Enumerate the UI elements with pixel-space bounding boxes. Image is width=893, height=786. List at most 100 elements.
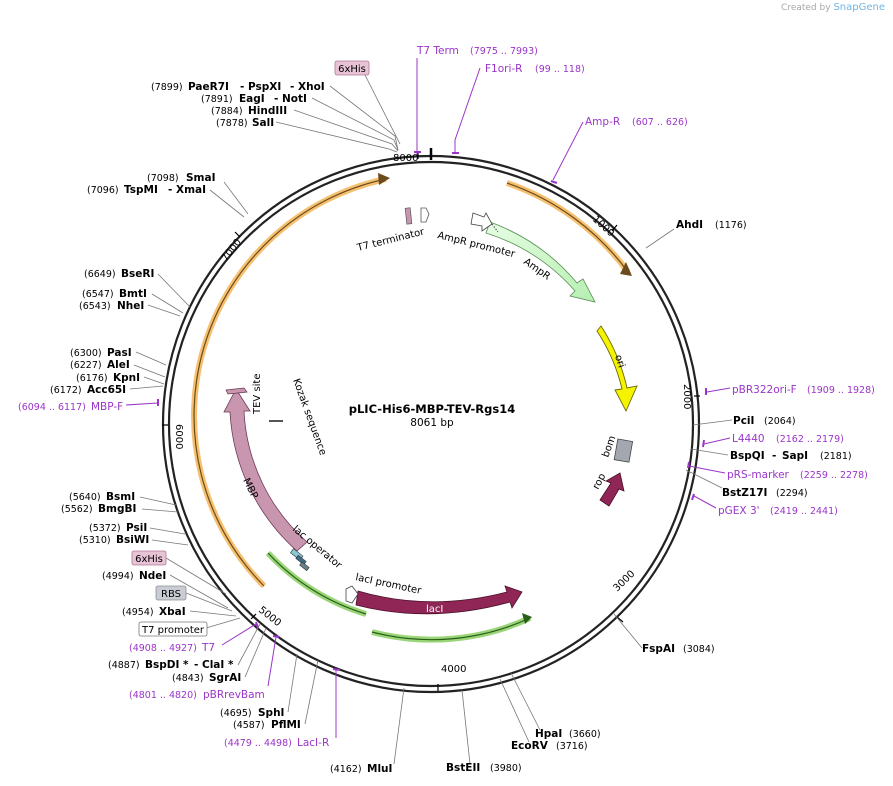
credit: Created by SnapGene — [781, 2, 885, 13]
backbone-inner — [167, 160, 695, 688]
laci-promoter-feature[interactable] — [345, 585, 359, 604]
svg-text:pBR322ori-F: pBR322ori-F — [732, 384, 797, 396]
enzyme-label-7096[interactable]: (7096) TspMI - XmaI — [87, 184, 206, 196]
primer-label-pbr322ori-f[interactable]: pBR322ori-F (1909 .. 1928) — [732, 384, 875, 396]
enzyme-label-6543[interactable]: (6543) NheI — [79, 300, 144, 312]
svg-text:(2259 .. 2278): (2259 .. 2278) — [800, 470, 868, 481]
svg-text:XhoI: XhoI — [298, 81, 325, 93]
primer-label-pgex3[interactable]: pGEX 3' (2419 .. 2441) — [718, 505, 838, 517]
primer-label-mbp-f[interactable]: (6094 .. 6117) MBP-F — [18, 401, 123, 413]
his-tag-top-box: 6xHis — [334, 60, 370, 76]
enzyme-label-7884[interactable]: (7884) HindIII — [211, 105, 287, 117]
enzyme-label-7891[interactable]: (7891) EagI - NotI — [201, 93, 307, 105]
green-arc-2-head — [522, 613, 532, 624]
enzyme-label-6227[interactable]: (6227) AleI — [70, 359, 130, 371]
svg-text:BstZ17I: BstZ17I — [722, 487, 767, 499]
enzyme-label-7098[interactable]: (7098) SmaI — [147, 172, 216, 184]
svg-text:-: - — [240, 81, 244, 93]
enzyme-label-4162[interactable]: (4162) MluI — [330, 763, 392, 775]
enzyme-label-2181[interactable]: BspQI - SapI (2181) — [730, 450, 852, 462]
primer-label-t7-term[interactable]: T7 Term (7975 .. 7993) — [416, 45, 538, 57]
svg-text:-: - — [274, 93, 278, 105]
enzyme-label-2064[interactable]: PciI (2064) — [733, 415, 796, 427]
enzyme-label-3660[interactable]: HpaI (3660) — [535, 728, 601, 740]
primer-label-prs-marker[interactable]: pRS-marker (2259 .. 2278) — [727, 469, 868, 481]
tick-5000: 5000 — [256, 605, 283, 629]
svg-text:(6649): (6649) — [84, 269, 116, 280]
plasmid-size: 8061 bp — [410, 417, 454, 429]
svg-text:SalI: SalI — [252, 117, 274, 129]
svg-text:(6227): (6227) — [70, 360, 102, 371]
svg-text:(3980): (3980) — [490, 763, 522, 774]
svg-text:(2294): (2294) — [776, 488, 808, 499]
enzyme-label-4887[interactable]: (4887) BspDI * - ClaI * — [108, 659, 234, 671]
primer-label-laci-r[interactable]: (4479 .. 4498) LacI-R — [224, 737, 329, 749]
t7-promoter-box: T7 promoter — [138, 621, 208, 637]
ampr-promoter-feature[interactable] — [470, 212, 493, 232]
enzyme-label-6649[interactable]: (6649) BseRI — [84, 268, 154, 280]
enzyme-label-4695[interactable]: (4695) SphI — [220, 707, 284, 719]
svg-text:(2419 .. 2441): (2419 .. 2441) — [770, 506, 838, 517]
enzyme-label-3980[interactable]: BstEII (3980) — [446, 762, 522, 774]
enzyme-label-2294[interactable]: BstZ17I (2294) — [722, 487, 808, 499]
snapgene-logo: SnapGene — [833, 2, 885, 13]
svg-text:L4440: L4440 — [732, 433, 765, 445]
mbp-feature[interactable] — [223, 388, 308, 552]
svg-text:(4954): (4954) — [122, 607, 154, 618]
svg-text:HpaI: HpaI — [535, 728, 562, 740]
primer-label-amp-r[interactable]: Amp-R (607 .. 626) — [585, 116, 688, 128]
tick-7000: 7000 — [220, 237, 244, 264]
svg-text:PflMI: PflMI — [271, 719, 301, 731]
t7-terminator-feature[interactable] — [404, 207, 413, 225]
laci-feature[interactable] — [355, 585, 523, 615]
enzyme-label-3084[interactable]: FspAI (3084) — [642, 643, 715, 655]
enzyme-label-4587[interactable]: (4587) PflMI — [233, 719, 301, 731]
enzyme-label-5640[interactable]: (5640) BsmI — [69, 491, 135, 503]
enzyme-label-1176[interactable]: AhdI (1176) — [676, 219, 747, 231]
svg-text:(6094 .. 6117): (6094 .. 6117) — [18, 402, 86, 413]
enzyme-label-6172[interactable]: (6172) Acc65I — [50, 384, 126, 396]
enzyme-label-3716[interactable]: EcoRV (3716) — [511, 740, 588, 752]
svg-text:MluI: MluI — [367, 763, 392, 775]
svg-text:-: - — [168, 184, 172, 196]
svg-text:6xHis: 6xHis — [135, 554, 163, 565]
rop-feature[interactable] — [599, 472, 625, 507]
primer-label-pbrrevbam[interactable]: (4801 .. 4820) pBRrevBam — [129, 689, 265, 701]
svg-text:BseRI: BseRI — [121, 268, 154, 280]
enzyme-label-4954[interactable]: (4954) XbaI — [122, 606, 186, 618]
tev-site-feature[interactable] — [225, 387, 248, 395]
svg-text:HindIII: HindIII — [248, 105, 287, 117]
svg-text:(7098): (7098) — [147, 173, 179, 184]
bom-feature[interactable] — [613, 438, 634, 463]
enzyme-label-5372[interactable]: (5372) PsiI — [89, 522, 147, 534]
ori-feature[interactable] — [596, 325, 638, 413]
enzyme-label-4994[interactable]: (4994) NdeI — [102, 570, 166, 582]
enzyme-label-7899[interactable]: (7899) PaeR7I - PspXI - XhoI — [151, 81, 325, 93]
svg-text:RBS: RBS — [161, 589, 181, 600]
enzyme-label-6547[interactable]: (6547) BmtI — [82, 288, 147, 300]
svg-text:(5640): (5640) — [69, 492, 101, 503]
ampr-feature[interactable] — [485, 221, 596, 303]
label-kozak: Kozak sequence — [290, 377, 328, 457]
svg-text:EagI: EagI — [239, 93, 265, 105]
primer-label-t7[interactable]: (4908 .. 4927) T7 — [129, 642, 215, 654]
enzyme-label-7878[interactable]: (7878) SalI — [216, 117, 274, 129]
primer-label-l4440[interactable]: L4440 (2162 .. 2179) — [732, 433, 844, 445]
enzyme-label-6300[interactable]: (6300) PasI — [70, 347, 132, 359]
svg-text:pRS-marker: pRS-marker — [727, 469, 790, 481]
enzyme-label-4843[interactable]: (4843) SgrAI — [172, 672, 241, 684]
svg-text:NheI: NheI — [117, 300, 144, 312]
svg-text:PciI: PciI — [733, 415, 754, 427]
primer-label-f1ori-r[interactable]: F1ori-R (99 .. 118) — [485, 63, 585, 75]
svg-text:(7899): (7899) — [151, 82, 183, 93]
svg-text:(2181): (2181) — [820, 451, 852, 462]
svg-text:T7 promoter: T7 promoter — [141, 625, 205, 636]
svg-text:(3660): (3660) — [569, 729, 601, 740]
svg-text:NotI: NotI — [282, 93, 307, 105]
label-t7-terminator: T7 terminator — [355, 226, 426, 254]
svg-text:PasI: PasI — [107, 347, 132, 359]
enzyme-label-6176[interactable]: (6176) KpnI — [76, 372, 140, 384]
enzyme-label-5562[interactable]: (5562) BmgBI — [61, 503, 136, 515]
enzyme-label-5310[interactable]: (5310) BsiWI — [79, 534, 149, 546]
